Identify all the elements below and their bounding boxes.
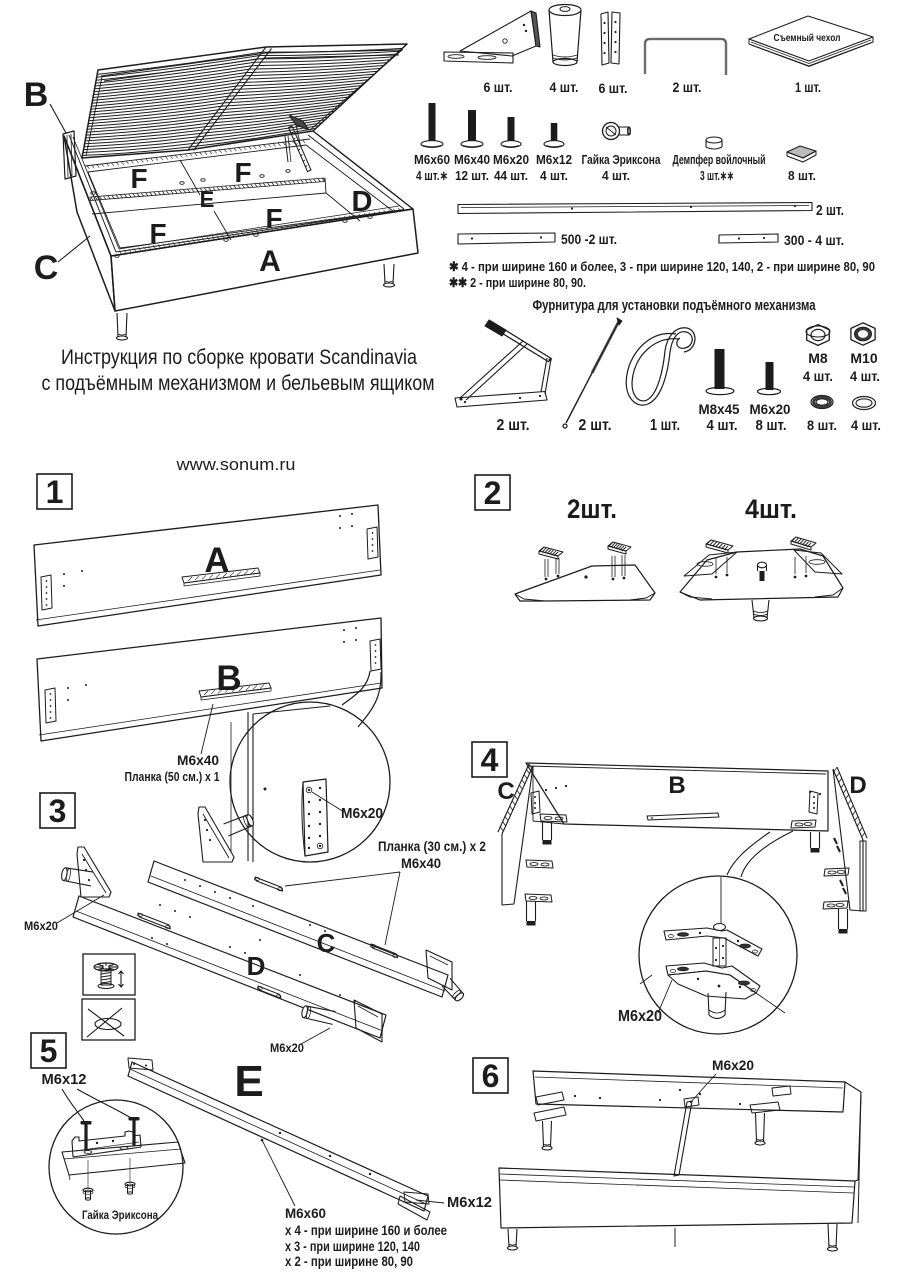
svg-text:8 шт.: 8 шт. — [756, 418, 787, 434]
svg-text:8 шт.: 8 шт. — [807, 417, 837, 433]
svg-text:www.sonum.ru: www.sonum.ru — [175, 455, 295, 474]
svg-text:М6х40: М6х40 — [401, 856, 441, 871]
svg-text:F: F — [234, 157, 251, 188]
svg-text:D: D — [352, 186, 373, 218]
svg-text:М6х20: М6х20 — [712, 1057, 754, 1073]
svg-text:М6х20: М6х20 — [270, 1041, 304, 1055]
svg-text:М10: М10 — [850, 350, 877, 366]
svg-text:3: 3 — [49, 793, 67, 829]
svg-text:4 шт.: 4 шт. — [850, 368, 880, 384]
svg-text:6 шт.: 6 шт. — [599, 80, 628, 96]
svg-text:Гайка Эриксона: Гайка Эриксона — [82, 1208, 158, 1222]
svg-text:5: 5 — [40, 1033, 58, 1069]
svg-text:2шт.: 2шт. — [567, 494, 617, 524]
svg-text:Гайка Эриксона: Гайка Эриксона — [582, 153, 662, 167]
svg-text:44 шт.: 44 шт. — [494, 168, 528, 183]
svg-text:2 шт.: 2 шт. — [816, 203, 844, 219]
svg-text:3 шт.∗∗: 3 шт.∗∗ — [700, 168, 734, 183]
svg-text:D: D — [247, 951, 266, 981]
svg-text:4 шт.: 4 шт. — [550, 79, 579, 95]
svg-text:Фурнитура для установки подъём: Фурнитура для установки подъёмного механ… — [533, 297, 816, 314]
svg-text:Планка (50 см.) х 1: Планка (50 см.) х 1 — [125, 770, 220, 784]
svg-text:М6х20: М6х20 — [618, 1008, 662, 1025]
svg-text:A: A — [259, 245, 281, 278]
svg-text:E: E — [200, 187, 215, 212]
svg-text:М6х40: М6х40 — [177, 753, 219, 768]
svg-text:М6х20: М6х20 — [750, 401, 791, 417]
svg-text:2 шт.: 2 шт. — [497, 417, 530, 434]
svg-text:М6х12: М6х12 — [536, 152, 572, 167]
svg-text:х 2 - при ширине 80, 90: х 2 - при ширине 80, 90 — [285, 1254, 413, 1269]
svg-text:М8: М8 — [808, 350, 828, 366]
svg-text:C: C — [497, 778, 514, 805]
svg-text:М6х20: М6х20 — [493, 152, 529, 167]
svg-text:✱✱ 2 - при ширине 80, 90.: ✱✱ 2 - при ширине 80, 90. — [449, 275, 586, 290]
svg-text:1 шт.: 1 шт. — [650, 417, 680, 434]
svg-text:4 шт.: 4 шт. — [540, 168, 568, 183]
svg-text:4 шт.: 4 шт. — [803, 368, 833, 384]
svg-text:4: 4 — [481, 742, 499, 778]
svg-text:A: A — [204, 541, 229, 580]
svg-text:M6x12: M6x12 — [42, 1071, 87, 1088]
svg-text:М6х20: М6х20 — [341, 806, 383, 822]
svg-text:М6х60: М6х60 — [414, 152, 450, 167]
svg-text:✱ 4 - при ширине 160 и более,: ✱ 4 - при ширине 160 и более, 3 - при ши… — [449, 259, 875, 274]
svg-text:М8х45: М8х45 — [699, 401, 740, 417]
svg-text:2 шт.: 2 шт. — [579, 417, 612, 434]
svg-text:М6х12: М6х12 — [447, 1194, 492, 1211]
svg-text:М6х40: М6х40 — [454, 152, 490, 167]
svg-text:F: F — [265, 203, 282, 234]
svg-text:B: B — [668, 772, 685, 799]
svg-text:4 шт.∗: 4 шт.∗ — [416, 168, 448, 183]
svg-text:F: F — [149, 218, 166, 249]
svg-text:B: B — [24, 76, 49, 114]
svg-text:М6х20: М6х20 — [24, 919, 58, 933]
svg-text:Инструкция по сборке кровати S: Инструкция по сборке кровати Scandinavia — [61, 346, 417, 369]
svg-text:6: 6 — [482, 1058, 500, 1094]
svg-text:х 4 - при ширине 160 и более: х 4 - при ширине 160 и более — [285, 1223, 447, 1238]
svg-text:4 шт.: 4 шт. — [851, 417, 881, 433]
svg-text:2 шт.: 2 шт. — [673, 79, 702, 95]
svg-text:8 шт.: 8 шт. — [788, 168, 816, 183]
svg-text:1: 1 — [46, 474, 64, 510]
svg-text:х 3 - при ширине 120, 140: х 3 - при ширине 120, 140 — [285, 1239, 420, 1254]
svg-text:C: C — [317, 928, 336, 958]
svg-text:1 шт.: 1 шт. — [795, 79, 821, 95]
svg-text:6 шт.: 6 шт. — [484, 79, 513, 95]
svg-text:300 - 4 шт.: 300 - 4 шт. — [784, 233, 844, 248]
svg-text:с подъёмным механизмом и белье: с подъёмным механизмом и бельевым ящиком — [42, 372, 435, 395]
svg-text:500 -2 шт.: 500 -2 шт. — [561, 232, 617, 247]
svg-text:E: E — [234, 1057, 263, 1106]
svg-text:B: B — [216, 659, 241, 698]
svg-text:Демпфер войлочный: Демпфер войлочный — [673, 153, 766, 167]
svg-text:D: D — [849, 772, 866, 799]
svg-text:4 шт.: 4 шт. — [707, 418, 738, 434]
svg-text:2: 2 — [484, 475, 502, 511]
svg-text:12 шт.: 12 шт. — [455, 168, 489, 183]
svg-text:4шт.: 4шт. — [745, 494, 797, 524]
svg-text:4 шт.: 4 шт. — [602, 168, 630, 183]
svg-text:F: F — [130, 163, 147, 194]
svg-text:Съемный чехол: Съемный чехол — [774, 33, 841, 44]
svg-text:C: C — [34, 249, 59, 287]
svg-text:М6х60: М6х60 — [285, 1205, 326, 1221]
svg-text:Планка (30 см.) х 2: Планка (30 см.) х 2 — [378, 839, 486, 854]
